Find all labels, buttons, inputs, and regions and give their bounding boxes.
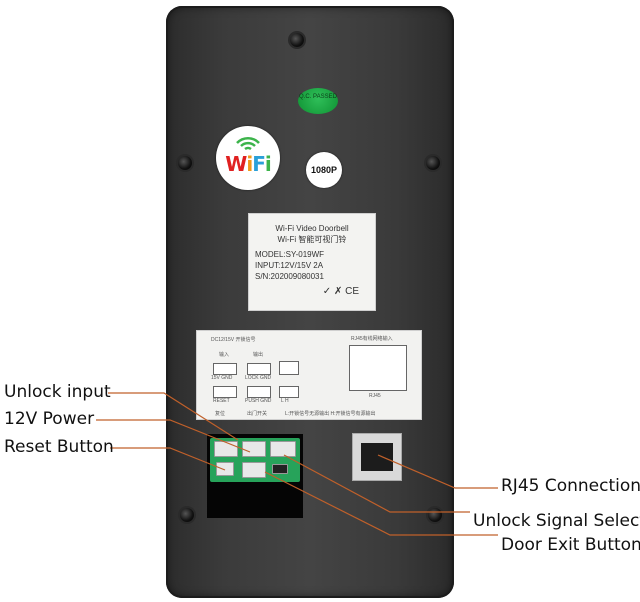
- nameplate-sticker: Wi-Fi Video Doorbell Wi-Fi 智能可视门铃 MODEL:…: [248, 213, 376, 311]
- term-push-gnd: PUSH GND: [245, 398, 272, 404]
- wifi-letters: WiFi: [225, 152, 272, 176]
- term-lock-gnd: LOCK GND: [245, 375, 272, 381]
- terminal-power-diagram: [213, 363, 237, 375]
- callout-unlock-signal-select: Unlock Signal Select: [473, 511, 640, 531]
- screw-top: [290, 33, 304, 47]
- unlock-input-terminal: [214, 441, 238, 457]
- wifi-icon: [236, 136, 260, 151]
- term-15v-gnd: 15V GND: [211, 375, 233, 381]
- terminal-pcb: [210, 438, 300, 482]
- signal-select-jumper: [270, 441, 296, 457]
- term-reset: RESET: [213, 398, 230, 404]
- nameplate-model: MODEL:SY-019WF: [255, 250, 325, 259]
- resolution-badge: 1080P: [306, 152, 342, 188]
- wiring-diagram-sticker: DC12/15V 开锁信号 RJ45有线网络输入 输入 输出 15V GND L…: [196, 330, 422, 420]
- terminal-lh2-diagram: [279, 386, 299, 398]
- wifi-logo-text: WiFi: [216, 152, 280, 176]
- rj45-diagram: [349, 345, 407, 391]
- nameplate-line2: Wi-Fi 智能可视门铃: [277, 235, 347, 244]
- callout-12v-power: 12V Power: [4, 409, 95, 429]
- dc-signal-title: DC12/15V 开锁信号: [211, 337, 256, 343]
- wifi-badge: WiFi: [216, 126, 280, 190]
- reset-button: [216, 462, 234, 476]
- terminal-lh-diagram: [279, 361, 299, 375]
- input-label: 输入: [219, 352, 230, 358]
- certification-marks: ✓ ✗ CE: [322, 286, 359, 297]
- wifi-letter: W: [225, 152, 247, 176]
- reset-cn-label: 复位: [215, 411, 226, 417]
- nameplate-input: INPUT:12V/15V 2A: [255, 261, 324, 270]
- nameplate-serial: S/N:202009080031: [255, 272, 324, 281]
- power-terminal: [242, 441, 266, 457]
- callout-reset-button: Reset Button: [4, 437, 114, 457]
- wifi-letter: i: [246, 152, 253, 176]
- door-exit-terminal: [242, 462, 266, 478]
- wifi-letter: i: [264, 152, 272, 176]
- terminal-reset-diagram: [213, 386, 237, 398]
- nameplate-line1: Wi-Fi Video Doorbell: [275, 224, 349, 233]
- rj45-port: [352, 433, 402, 481]
- terminal-lock-diagram: [247, 363, 271, 375]
- callout-door-exit-button: Door Exit Button: [501, 535, 640, 555]
- rj45-input-title: RJ45有线网络输入: [351, 336, 393, 342]
- signal-note: L:开锁信号无源输出 H:开锁信号有源输出: [285, 411, 376, 417]
- term-l-h: L H: [281, 398, 289, 404]
- rj45-diagram-label: RJ45: [369, 393, 381, 399]
- wifi-letter: F: [252, 152, 266, 176]
- screw-upper-left: [178, 156, 192, 170]
- signal-select-header: [272, 464, 288, 474]
- screw-lower-left: [180, 508, 194, 522]
- exit-cn-label: 出门开关: [247, 411, 268, 417]
- screw-upper-right: [426, 156, 440, 170]
- rj45-socket: [361, 443, 393, 471]
- screw-lower-right: [428, 508, 442, 522]
- callout-unlock-input: Unlock input: [4, 382, 111, 402]
- terminal-push-diagram: [247, 386, 271, 398]
- callout-rj45-connection: RJ45 Connection: [501, 476, 640, 496]
- output-label: 输出: [253, 352, 264, 358]
- qc-passed-sticker: Q.C. PASSED: [298, 88, 338, 114]
